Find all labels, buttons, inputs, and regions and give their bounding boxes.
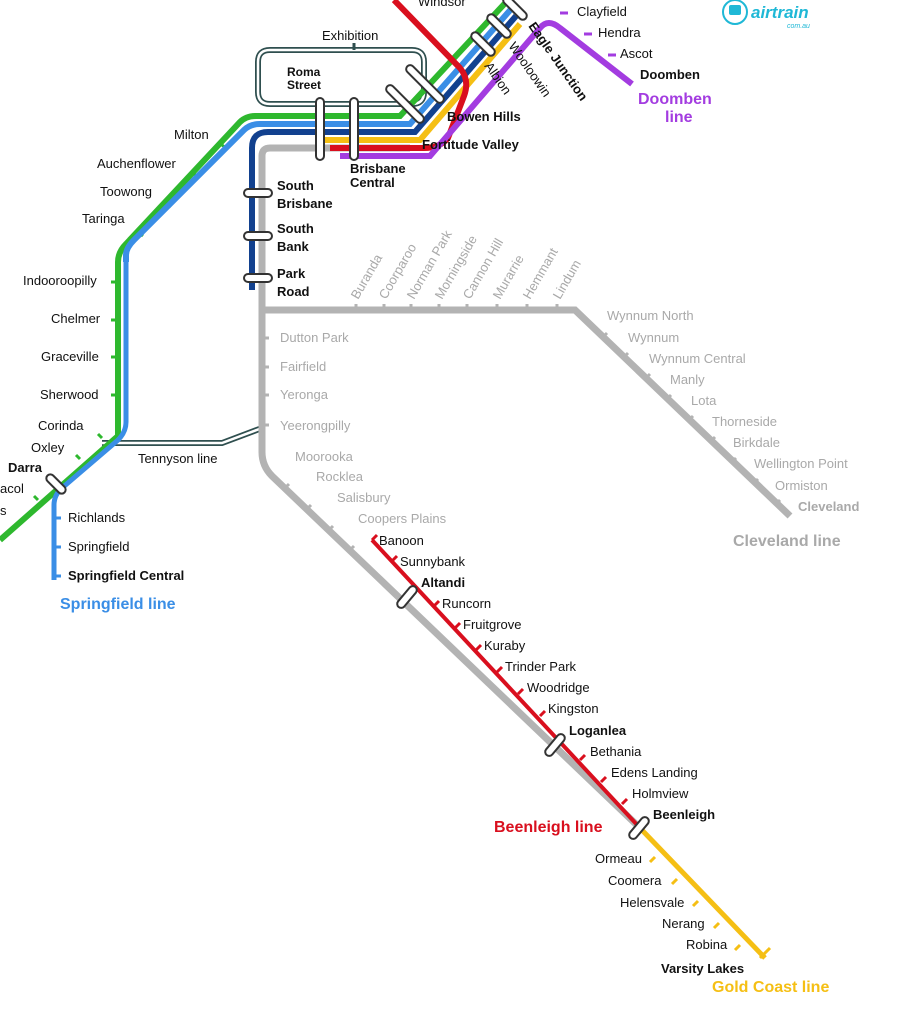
station-salisbury[interactable]: Salisbury	[337, 490, 391, 505]
station-wynnum-north[interactable]: Wynnum North	[607, 308, 694, 323]
beenleigh-line	[370, 533, 642, 830]
station-chelmer[interactable]: Chelmer	[51, 311, 101, 326]
station-yeronga[interactable]: Yeronga	[280, 387, 329, 402]
station-gailes[interactable]: s	[0, 503, 7, 518]
station-ormeau[interactable]: Ormeau	[595, 851, 642, 866]
station-sherwood[interactable]: Sherwood	[40, 387, 99, 402]
station-doomben[interactable]: Doomben	[640, 67, 700, 82]
station-nerang[interactable]: Nerang	[662, 916, 705, 931]
station-coomera[interactable]: Coomera	[608, 873, 662, 888]
interchange-markers	[45, 0, 650, 840]
station-oxley[interactable]: Oxley	[31, 440, 65, 455]
station-holmview[interactable]: Holmview	[632, 786, 689, 801]
station-rocklea[interactable]: Rocklea	[316, 469, 364, 484]
airtrain-logo: airtrain com.au	[722, 0, 810, 30]
station-eagle-junction[interactable]: Eagle Junction	[526, 19, 591, 103]
station-auchenflower[interactable]: Auchenflower	[97, 156, 176, 171]
station-coopers-plains[interactable]: Coopers Plains	[358, 511, 447, 526]
station-bowen-hills[interactable]: Bowen Hills	[447, 109, 521, 124]
station-kuraby[interactable]: Kuraby	[484, 638, 526, 653]
station-wacol[interactable]: acol	[0, 481, 24, 496]
station-bethania[interactable]: Bethania	[590, 744, 642, 759]
station-clayfield[interactable]: Clayfield	[577, 4, 627, 19]
station-hendra[interactable]: Hendra	[598, 25, 641, 40]
station-yeerongpilly[interactable]: Yeerongpilly	[280, 418, 351, 433]
station-fruitgrove[interactable]: Fruitgrove	[463, 617, 522, 632]
station-thorneside[interactable]: Thorneside	[712, 414, 777, 429]
logo-sub: com.au	[787, 23, 810, 30]
station-richlands[interactable]: Richlands	[68, 510, 126, 525]
station-indooroopilly[interactable]: Indooroopilly	[23, 273, 97, 288]
station-edens-landing[interactable]: Edens Landing	[611, 765, 698, 780]
station-runcorn[interactable]: Runcorn	[442, 596, 491, 611]
goldcoast-line-label: Gold Coast line	[712, 979, 829, 996]
station-corinda[interactable]: Corinda	[38, 418, 84, 433]
station-springfield[interactable]: Springfield	[68, 539, 129, 554]
cleveland-line-label: Cleveland line	[733, 533, 841, 550]
station-varsity-lakes[interactable]: Varsity Lakes	[661, 961, 744, 976]
station-lota[interactable]: Lota	[691, 393, 717, 408]
station-wynnum-central[interactable]: Wynnum Central	[649, 351, 746, 366]
station-dutton-park[interactable]: Dutton Park	[280, 330, 349, 345]
station-graceville[interactable]: Graceville	[41, 349, 99, 364]
shorncliffe-line	[249, 14, 519, 290]
station-kingston[interactable]: Kingston	[548, 701, 599, 716]
station-lindum[interactable]: Lindum	[550, 257, 584, 301]
station-wynnum[interactable]: Wynnum	[628, 330, 679, 345]
station-wellington-point[interactable]: Wellington Point	[754, 456, 848, 471]
station-trinder-park[interactable]: Trinder Park	[505, 659, 577, 674]
station-altandi[interactable]: Altandi	[421, 575, 465, 590]
exhibition-loop	[255, 43, 427, 107]
station-toowong[interactable]: Toowong	[100, 184, 152, 199]
station-darra[interactable]: Darra	[8, 460, 43, 475]
station-exhibition[interactable]: Exhibition	[322, 28, 378, 43]
springfield-line	[51, 6, 515, 580]
station-windsor[interactable]: Windsor	[418, 0, 466, 9]
station-sunnybank[interactable]: Sunnybank	[400, 554, 466, 569]
station-fairfield[interactable]: Fairfield	[280, 359, 326, 374]
springfield-line-label: Springfield line	[60, 596, 176, 613]
station-loganlea[interactable]: Loganlea	[569, 723, 627, 738]
station-ormiston[interactable]: Ormiston	[775, 478, 828, 493]
station-woodridge[interactable]: Woodridge	[527, 680, 590, 695]
station-beenleigh[interactable]: Beenleigh	[653, 807, 715, 822]
station-manly[interactable]: Manly	[670, 372, 705, 387]
tennyson-line-label: Tennyson line	[138, 451, 218, 466]
station-springfield-central[interactable]: Springfield Central	[68, 568, 184, 583]
station-helensvale[interactable]: Helensvale	[620, 895, 684, 910]
cleveland-line	[258, 144, 793, 831]
station-fortitude-valley[interactable]: Fortitude Valley	[422, 137, 520, 152]
station-birkdale[interactable]: Birkdale	[733, 435, 780, 450]
station-banoon[interactable]: Banoon	[379, 533, 424, 548]
station-cleveland[interactable]: Cleveland	[798, 499, 859, 514]
station-moorooka[interactable]: Moorooka	[295, 449, 354, 464]
station-taringa[interactable]: Taringa	[82, 211, 125, 226]
logo-name: airtrain	[751, 3, 809, 22]
station-robina[interactable]: Robina	[686, 937, 728, 952]
station-milton[interactable]: Milton	[174, 127, 209, 142]
train-icon	[722, 0, 748, 25]
station-ascot[interactable]: Ascot	[620, 46, 653, 61]
goldcoast-line	[638, 826, 772, 960]
beenleigh-line-label: Beenleigh line	[494, 819, 603, 836]
tennyson-line	[102, 425, 264, 446]
